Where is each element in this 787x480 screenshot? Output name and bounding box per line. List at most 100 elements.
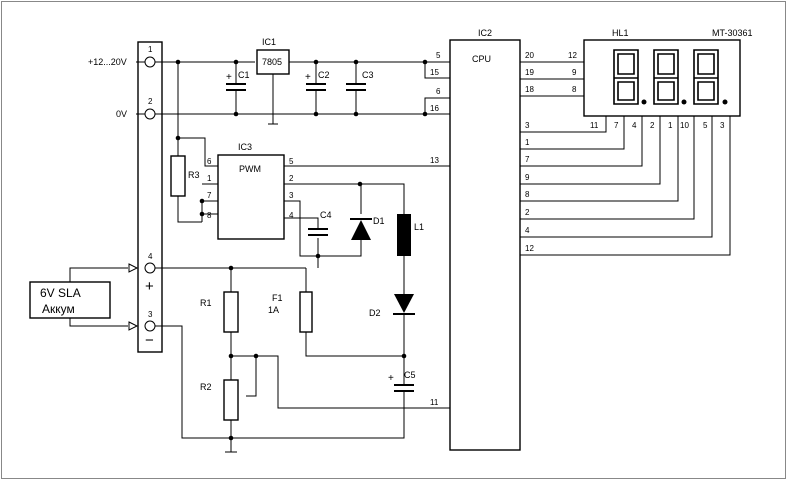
svg-text:3: 3 (525, 121, 530, 130)
d2-body (394, 294, 414, 313)
svg-text:+: + (226, 72, 232, 83)
d1-body (351, 220, 371, 240)
battery: 6V SLA Аккум (29, 263, 139, 331)
r1-label: R1 (200, 298, 212, 308)
f1-label: F1 (272, 293, 283, 303)
svg-text:6: 6 (436, 87, 441, 96)
svg-text:3: 3 (289, 191, 294, 200)
ic1-regulator: 7805 IC1 (256, 37, 290, 125)
capacitor-c3: C3 (346, 62, 374, 114)
c3-label: C3 (362, 70, 374, 80)
svg-text:1: 1 (207, 174, 212, 183)
svg-text:4: 4 (289, 211, 294, 220)
ic3-part: PWM (239, 164, 261, 174)
svg-text:8: 8 (207, 211, 212, 220)
svg-text:20: 20 (525, 51, 534, 60)
display-digit-2 (653, 49, 687, 105)
c1-label: C1 (238, 70, 250, 80)
svg-text:5: 5 (289, 157, 294, 166)
resistor-r2: R2 (200, 379, 239, 421)
battery-minus-sign: − (145, 332, 154, 349)
svg-text:7: 7 (207, 191, 212, 200)
capacitor-c5: + C5 (388, 370, 416, 392)
inductor-l1: L1 (397, 214, 424, 256)
svg-text:5: 5 (436, 51, 441, 60)
svg-text:11: 11 (430, 398, 439, 407)
svg-text:9: 9 (525, 173, 530, 182)
f1-body (299, 291, 313, 333)
terminal-pin-3: 3 (148, 310, 153, 319)
svg-text:1: 1 (525, 138, 530, 147)
svg-text:4: 4 (632, 121, 637, 130)
svg-text:1: 1 (668, 121, 673, 130)
ic1-name: IC1 (262, 37, 276, 47)
svg-text:8: 8 (525, 190, 530, 199)
svg-text:6: 6 (207, 157, 212, 166)
terminal-pin-2: 2 (148, 97, 153, 106)
capacitor-c4: C4 (308, 210, 332, 236)
svg-text:10: 10 (680, 121, 689, 130)
display-model: MT-30361 (712, 28, 753, 38)
svg-text:13: 13 (430, 156, 439, 165)
svg-text:12: 12 (568, 51, 577, 60)
svg-text:15: 15 (430, 68, 439, 77)
terminal-pin-1: 1 (148, 45, 153, 54)
svg-text:16: 16 (430, 104, 439, 113)
c2-label: C2 (318, 70, 330, 80)
capacitor-c1: + C1 (226, 62, 250, 114)
ic1-part: 7805 (262, 57, 282, 67)
r3-body (170, 155, 186, 197)
battery-label-type: 6V SLA (40, 286, 81, 300)
ic3-pwm: IC3 PWM 6 1 7 8 5 2 3 4 (207, 142, 294, 240)
svg-text:5: 5 (703, 121, 708, 130)
ground-label: 0V (116, 109, 127, 119)
display-digit-3 (693, 49, 728, 105)
resistor-r1: R1 (200, 268, 239, 333)
ic3-body (217, 154, 285, 240)
d2-label: D2 (369, 308, 381, 318)
diode-d2: D2 (369, 294, 415, 318)
svg-text:+: + (388, 373, 394, 384)
svg-text:19: 19 (525, 68, 534, 77)
r1-body (223, 291, 239, 333)
fuse-f1: F1 1A (268, 268, 404, 357)
svg-text:11: 11 (590, 121, 599, 130)
svg-text:3: 3 (720, 121, 725, 130)
ic2-name: IC2 (478, 28, 492, 38)
resistor-r3: R3 (170, 155, 200, 197)
display-name: HL1 (612, 28, 629, 38)
ic2-cpu: IC2 CPU 5 15 6 16 13 11 20 19 18 3 1 7 9… (430, 28, 534, 451)
display-digit-1 (613, 49, 647, 105)
svg-text:8: 8 (572, 85, 577, 94)
r2-label: R2 (200, 382, 212, 392)
arrow-to-terminal-4 (128, 263, 139, 273)
arrow-to-terminal-3 (128, 321, 139, 331)
l1-body (397, 214, 411, 256)
battery-label-name: Аккум (42, 302, 75, 316)
svg-text:7: 7 (614, 121, 619, 130)
c4-label: C4 (320, 210, 332, 220)
terminal-block-body (137, 41, 163, 353)
svg-text:7: 7 (525, 155, 530, 164)
ic2-part: CPU (472, 54, 491, 64)
display-hl1: HL1 MT-30361 12 9 8 11 7 4 2 1 10 5 3 (568, 28, 753, 130)
svg-text:12: 12 (525, 244, 534, 253)
c5-label: C5 (404, 370, 416, 380)
diode-d1: D1 (350, 184, 385, 240)
terminal-pin-4: 4 (148, 252, 153, 261)
l1-label: L1 (414, 222, 424, 232)
d1-label: D1 (373, 216, 385, 226)
svg-text:4: 4 (525, 226, 530, 235)
f1-rating: 1A (268, 305, 279, 315)
battery-plus-sign: + (145, 278, 154, 295)
ic2-body (449, 39, 521, 451)
power-input-label: +12...20V (88, 57, 127, 67)
svg-text:2: 2 (525, 208, 530, 217)
svg-text:2: 2 (650, 121, 655, 130)
svg-text:18: 18 (525, 85, 534, 94)
capacitor-c2: + C2 (305, 62, 330, 114)
ic3-name: IC3 (238, 142, 252, 152)
